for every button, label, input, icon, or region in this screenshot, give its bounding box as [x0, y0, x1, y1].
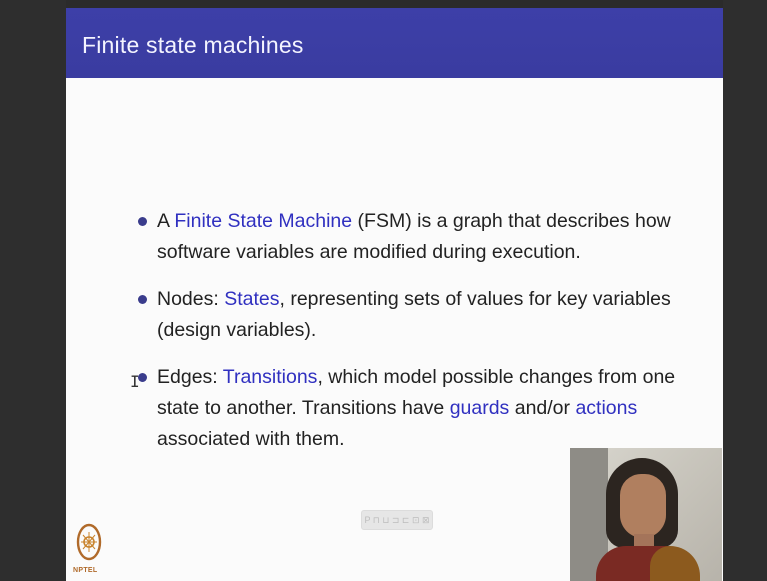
bullet-text: Edges: — [157, 366, 223, 388]
bullet-list: A Finite State Machine (FSM) is a graph … — [130, 206, 696, 471]
bullet-item-nodes: Nodes: States, representing sets of valu… — [136, 284, 696, 346]
left-margin — [0, 0, 66, 581]
term-actions: actions — [575, 397, 638, 419]
bullet-item-fsm: A Finite State Machine (FSM) is a graph … — [136, 206, 696, 268]
slide-title: Finite state machines — [82, 32, 304, 58]
slide: Finite state machines A Finite State Mac… — [66, 8, 723, 581]
bullet-text: and/or — [509, 397, 576, 419]
bullet-text: associated with them. — [157, 428, 345, 450]
bullet-dot — [138, 217, 147, 226]
nptel-logo-label: NPTEL — [73, 567, 98, 574]
presenter-face — [620, 474, 666, 538]
presenter-scarf — [650, 546, 700, 581]
bullet-text: Nodes: — [157, 288, 225, 310]
term-transitions: Transitions — [222, 366, 318, 388]
nptel-logo-icon — [76, 523, 102, 561]
bullet-item-edges: I Edges: Transitions, which model possib… — [130, 362, 696, 455]
bullet-text: A — [157, 210, 175, 232]
term-finite-state-machine: Finite State Machine — [174, 210, 353, 232]
presenter-webcam — [570, 448, 722, 581]
bullet-text: , representing sets of values for key va… — [157, 288, 671, 341]
bullet-dot — [138, 373, 147, 382]
bullet-text: , which model possible changes from one … — [157, 366, 676, 419]
term-guards: guards — [449, 397, 510, 419]
slide-navigation-button[interactable]: Ρ ⊓ ⊔ ⊐ ⊏ ⊡ ⊠ — [361, 510, 433, 530]
bullet-dot — [138, 295, 147, 304]
text-cursor-icon: I — [130, 372, 140, 391]
right-margin — [723, 0, 767, 581]
term-states: States — [224, 288, 280, 310]
title-bar: Finite state machines — [66, 8, 723, 78]
bullet-text: (FSM) is a graph that describes how soft… — [157, 210, 671, 263]
